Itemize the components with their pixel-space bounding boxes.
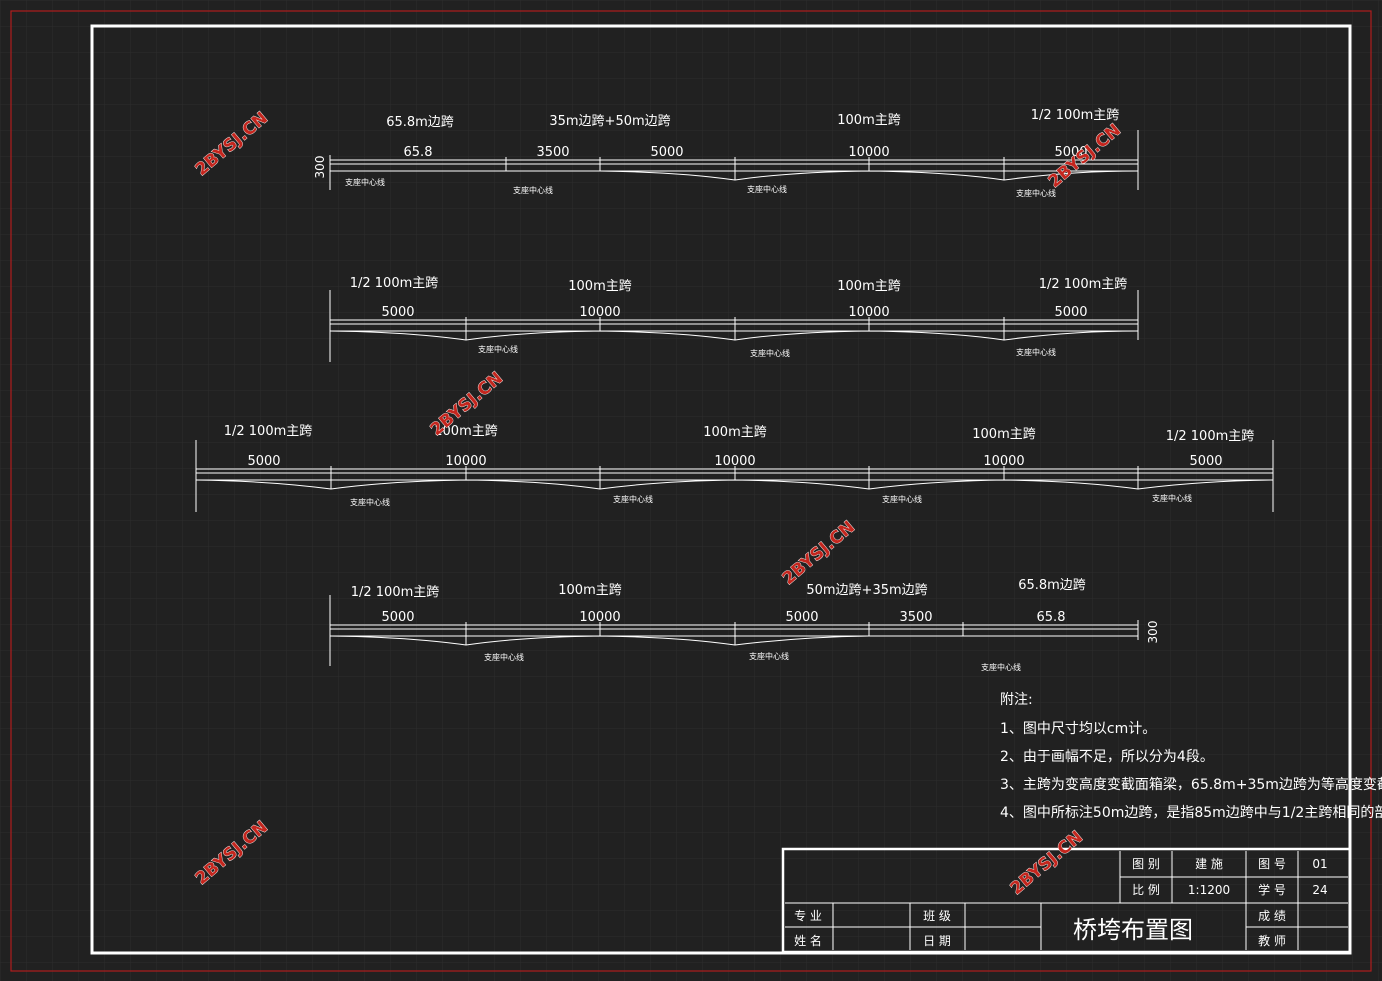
class-label: 班 级: [923, 909, 951, 923]
span-label: 1/2 100m主跨: [1166, 429, 1255, 444]
span-label: 35m边跨+50m边跨: [549, 114, 670, 129]
grade-label: 成 绩: [1258, 909, 1286, 923]
pier-center-label: 支座中心线: [1016, 347, 1056, 357]
pier-center-label: 支座中心线: [749, 651, 789, 661]
side-dimension-label: 300: [1146, 621, 1160, 644]
pier-center-label: 支座中心线: [350, 497, 390, 507]
span-label: 100m主跨: [434, 424, 497, 439]
bridge-row-2: 1/2 100m主跨 100m主跨 100m主跨 1/2 100m主跨 5000…: [329, 276, 1139, 362]
major-label: 专 业: [794, 908, 822, 923]
teacher-label: 教 师: [1258, 933, 1286, 948]
dimension-label: 3500: [899, 610, 932, 625]
dimension-label: 10000: [983, 454, 1024, 469]
span-label: 1/2 100m主跨: [1039, 277, 1128, 292]
dimension-label: 5000: [1054, 305, 1087, 320]
dimension-label: 5000: [381, 610, 414, 625]
dimension-label: 10000: [848, 305, 889, 320]
notes-title: 附注:: [1000, 692, 1033, 708]
date-label: 日 期: [923, 934, 951, 948]
dimension-label: 10000: [445, 454, 486, 469]
note-item: 2、由于画幅不足，所以分为4段。: [1000, 749, 1214, 765]
span-label: 65.8m边跨: [1018, 578, 1086, 593]
span-label: 1/2 100m主跨: [351, 585, 440, 600]
dimension-label: 5000: [247, 454, 280, 469]
span-label: 1/2 100m主跨: [1031, 108, 1120, 123]
sheet-outer-border: [10, 10, 1372, 972]
drawing-title: 桥垮布置图: [1073, 916, 1193, 944]
pier-center-label: 支座中心线: [1152, 493, 1192, 503]
pier-center-label: 支座中心线: [478, 344, 518, 354]
dimension-label: 5000: [650, 145, 683, 160]
dimension-label: 10000: [848, 145, 889, 160]
span-label: 50m边跨+35m边跨: [806, 583, 927, 598]
scale-label: 比 例: [1132, 883, 1160, 897]
span-label: 65.8m边跨: [386, 115, 454, 130]
dimension-label: 65.8: [404, 145, 433, 160]
dimension-label: 5000: [1189, 454, 1222, 469]
span-label: 100m主跨: [568, 279, 631, 294]
bridge-row-3: 1/2 100m主跨 100m主跨 100m主跨 100m主跨 1/2 100m…: [195, 424, 1274, 512]
pier-center-label: 支座中心线: [981, 662, 1021, 672]
pier-center-label: 支座中心线: [747, 184, 787, 194]
span-label: 100m主跨: [972, 427, 1035, 442]
student-no-label: 学 号: [1258, 882, 1286, 897]
category-value: 建 施: [1195, 857, 1223, 871]
span-label: 100m主跨: [703, 425, 766, 440]
dimension-label: 5000: [381, 305, 414, 320]
notes-block: 附注: 1、图中尺寸均以cm计。 2、由于画幅不足，所以分为4段。 3、主跨为变…: [1000, 692, 1382, 821]
dimension-label: 5000: [785, 610, 818, 625]
span-label: 1/2 100m主跨: [350, 276, 439, 291]
dimension-label: 10000: [714, 454, 755, 469]
pier-center-label: 支座中心线: [1016, 188, 1056, 198]
span-label: 100m主跨: [558, 583, 621, 598]
pier-center-label: 支座中心线: [513, 185, 553, 195]
drawing-frame: [90, 24, 1352, 955]
dimension-label: 10000: [579, 610, 620, 625]
pier-center-label: 支座中心线: [750, 348, 790, 358]
side-dimension-label: 300: [313, 156, 327, 179]
sheet-no-value: 01: [1312, 857, 1327, 871]
pier-center-label: 支座中心线: [882, 494, 922, 504]
scale-value: 1:1200: [1188, 883, 1230, 897]
dimension-label: 3500: [536, 145, 569, 160]
sheet-no-label: 图 号: [1258, 857, 1286, 871]
pier-center-label: 支座中心线: [484, 652, 524, 662]
span-label: 100m主跨: [837, 113, 900, 128]
span-label: 1/2 100m主跨: [224, 424, 313, 439]
title-block: 图 别 建 施 比 例 1:1200 图 号 01 学 号 24 专 业 班 级…: [781, 847, 1352, 954]
pier-center-label: 支座中心线: [613, 494, 653, 504]
student-no-value: 24: [1312, 883, 1327, 897]
span-label: 100m主跨: [837, 279, 900, 294]
note-item: 1、图中尺寸均以cm计。: [1000, 721, 1156, 737]
bridge-row-1: 65.8m边跨 35m边跨+50m边跨 100m主跨 1/2 100m主跨 65…: [313, 108, 1139, 198]
name-label: 姓 名: [794, 933, 822, 948]
dimension-label: 65.8: [1037, 610, 1066, 625]
pier-center-label: 支座中心线: [345, 177, 385, 187]
note-item: 3、主跨为变高度变截面箱梁，65.8m+35m边跨为等高度变截面箱梁。: [1000, 776, 1382, 793]
dimension-label: 10000: [579, 305, 620, 320]
note-item: 4、图中所标注50m边跨，是指85m边跨中与1/2主跨相同的部分。: [1000, 805, 1382, 821]
bridge-row-4: 1/2 100m主跨 100m主跨 50m边跨+35m边跨 65.8m边跨 50…: [329, 578, 1160, 672]
category-label: 图 别: [1132, 857, 1160, 871]
dimension-label: 5000: [1054, 145, 1087, 160]
